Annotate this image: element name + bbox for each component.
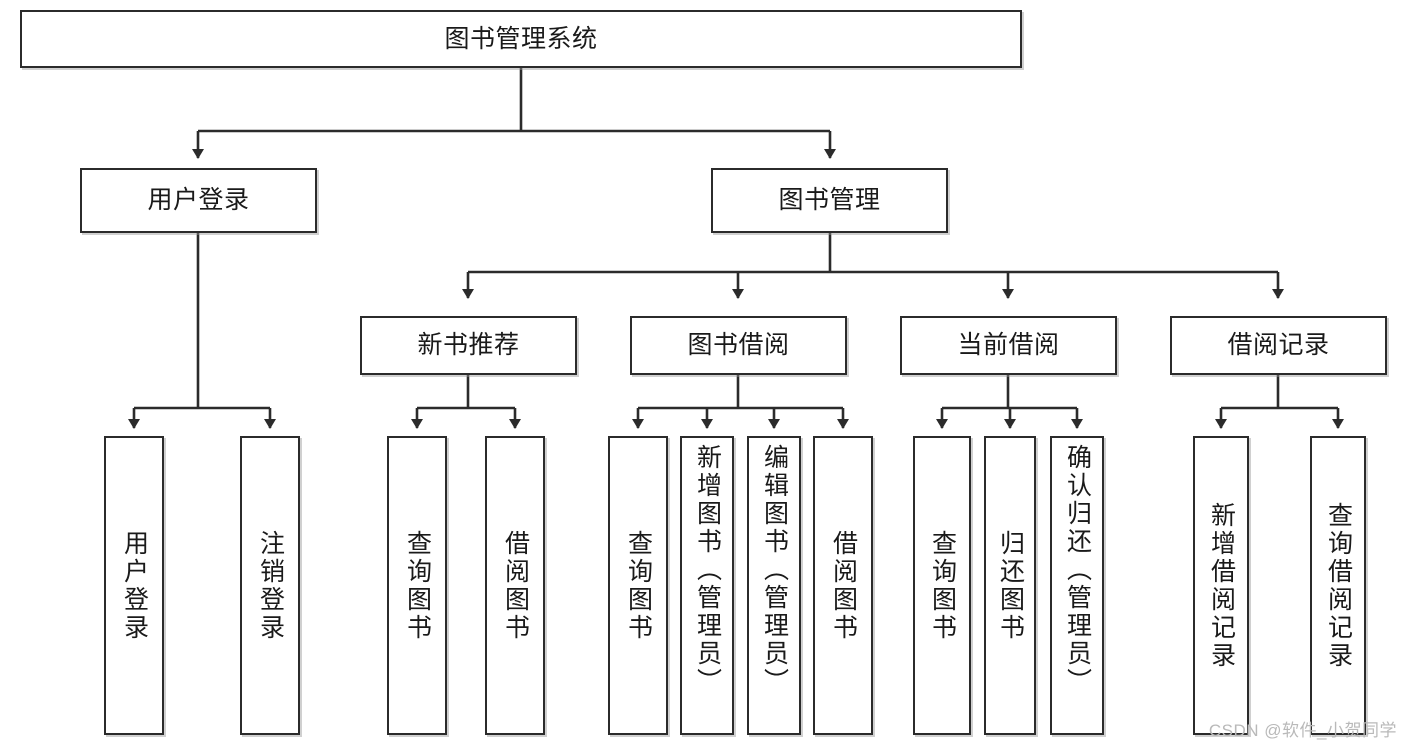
node-user-login-label: 用户登录 <box>147 186 250 214</box>
leaf-user-login[interactable]: 用户登录 <box>104 436 164 735</box>
leaf-borrow-book-recommend[interactable]: 借阅图书 <box>485 436 545 735</box>
leaf-return-book-label: 归还图书 <box>996 529 1025 642</box>
watermark: CSDN @软件_小贺同学 <box>1208 721 1397 740</box>
node-current-borrow[interactable]: 当前借阅 <box>900 316 1117 375</box>
node-user-login[interactable]: 用户登录 <box>80 168 317 233</box>
leaf-logout-label: 注销登录 <box>256 529 285 642</box>
leaf-confirm-return-admin[interactable]: 确认归还（管理员） <box>1050 436 1104 735</box>
leaf-query-book-borrow[interactable]: 查询图书 <box>608 436 668 735</box>
leaf-edit-book-admin[interactable]: 编辑图书（管理员） <box>747 436 801 735</box>
node-book-borrow-label: 图书借阅 <box>687 331 790 359</box>
node-book-borrow[interactable]: 图书借阅 <box>630 316 847 375</box>
node-new-book-recommend[interactable]: 新书推荐 <box>360 316 577 375</box>
leaf-logout[interactable]: 注销登录 <box>240 436 300 735</box>
leaf-borrow-book-label: 借阅图书 <box>829 529 858 642</box>
leaf-query-book-current[interactable]: 查询图书 <box>913 436 971 735</box>
leaf-add-borrow-record-label: 新增借阅记录 <box>1207 501 1236 670</box>
leaf-query-book-recommend[interactable]: 查询图书 <box>387 436 447 735</box>
leaf-borrow-book[interactable]: 借阅图书 <box>813 436 873 735</box>
leaf-query-book-recommend-label: 查询图书 <box>403 529 432 642</box>
leaf-query-book-current-label: 查询图书 <box>928 529 957 642</box>
node-book-management[interactable]: 图书管理 <box>711 168 948 233</box>
leaf-add-book-admin-label: 新增图书（管理员） <box>693 444 722 696</box>
node-borrow-record-label: 借阅记录 <box>1227 331 1330 359</box>
leaf-return-book[interactable]: 归还图书 <box>984 436 1036 735</box>
node-book-management-label: 图书管理 <box>778 186 881 214</box>
leaf-confirm-return-admin-label: 确认归还（管理员） <box>1063 444 1092 696</box>
leaf-query-book-borrow-label: 查询图书 <box>624 529 653 642</box>
node-borrow-record[interactable]: 借阅记录 <box>1170 316 1387 375</box>
leaf-add-book-admin[interactable]: 新增图书（管理员） <box>680 436 734 735</box>
leaf-borrow-book-recommend-label: 借阅图书 <box>501 529 530 642</box>
leaf-query-borrow-record[interactable]: 查询借阅记录 <box>1310 436 1366 735</box>
leaf-query-borrow-record-label: 查询借阅记录 <box>1324 501 1353 670</box>
node-new-book-recommend-label: 新书推荐 <box>417 331 520 359</box>
node-root-label: 图书管理系统 <box>444 24 598 53</box>
node-root[interactable]: 图书管理系统 <box>20 10 1022 68</box>
leaf-add-borrow-record[interactable]: 新增借阅记录 <box>1193 436 1249 735</box>
node-current-borrow-label: 当前借阅 <box>957 331 1060 359</box>
leaf-edit-book-admin-label: 编辑图书（管理员） <box>760 444 789 696</box>
leaf-user-login-label: 用户登录 <box>120 529 149 642</box>
